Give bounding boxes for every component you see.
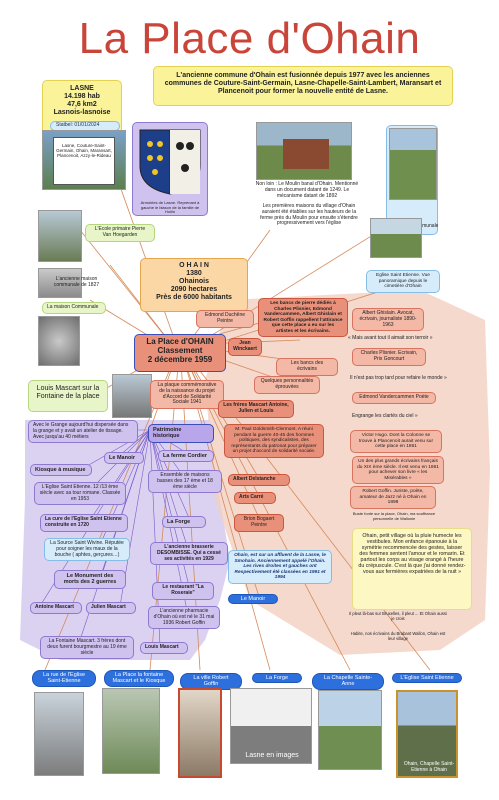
- left-item-kiosque: Kiosque à musique: [30, 464, 92, 477]
- right-arts-carre: Arts Carré: [234, 492, 276, 504]
- ancienne-maison-photo: [38, 268, 82, 298]
- left-item-grange: Avec le Grange aujourd'hui dispersée dan…: [28, 420, 138, 444]
- right-ecrivains-brabant: Habite, nos écrivains du Brabant Wallon,…: [350, 631, 446, 641]
- pill-eglise[interactable]: L'Eglise Saint Etienne: [392, 673, 462, 684]
- left-item-louis: Louis Mascart: [140, 642, 188, 654]
- page-title: La Place d'Ohain: [78, 14, 421, 63]
- premieres-maisons-text: Les premières maisons du village d'Ohain…: [260, 203, 358, 227]
- ohain-year: 1380: [186, 270, 202, 278]
- right-freres-mascart: Les frères Mascart Antoine, Julien et Lo…: [218, 400, 294, 418]
- photo-villa-goffin: [178, 688, 222, 778]
- left-item-julien: Julien Mascart: [86, 602, 136, 614]
- photo-forge: Lasne en images: [230, 688, 312, 764]
- armoiries-card: Armoiries de Lasne. Reprenant à gauche l…: [132, 122, 208, 216]
- ohain-demonym: Ohainois: [179, 278, 209, 286]
- mid-item-forge: La Forge: [162, 516, 206, 529]
- left-item-monument: Le Monument des morts des 2 guerres: [54, 570, 126, 589]
- mid-item-roseraie: Le restaurant "La Roseraie": [152, 582, 214, 600]
- ancienne-maison-label: L'ancienne maison communale de 1827: [53, 276, 100, 288]
- right-ghislain: Albert Ghislain. Avocat, écrivain, journ…: [352, 308, 424, 332]
- fontaine-photo: [112, 374, 152, 418]
- pill-place-fontaine[interactable]: La Place la fontaine Mascart et le Kiosq…: [104, 670, 174, 687]
- ohain-area: 2090 hectares: [170, 286, 218, 294]
- right-goldsmith: M. Paul Goldsmith-Clermont. A réuni pend…: [224, 424, 324, 458]
- photo-place-fontaine: [102, 688, 160, 774]
- right-hugo: Victor Hugo. Dont la Colonne se trouve à…: [350, 430, 442, 453]
- right-hugo-detail: Un des plus grands écrivains français du…: [352, 456, 444, 485]
- right-terroir-quote: « Mais avant tout il aimait son terroir …: [348, 335, 433, 341]
- right-bogaert: Brion Bogaert Peintre: [234, 514, 284, 532]
- lasne-population: 14.198 hab: [64, 93, 100, 101]
- armoiries-caption: Armoiries de Lasne. Reprenant à gauche l…: [140, 200, 200, 215]
- lasne-sign-photo: Lasne, Couture-Saint-Germain, Ohain, Mar…: [42, 130, 126, 190]
- mid-item-ferme-cordier: La ferme Cordier: [158, 450, 214, 463]
- ancienne-photo-portrait: [38, 316, 80, 366]
- pill-forge[interactable]: La Forge: [252, 673, 302, 684]
- lasne-area: 47,6 km2: [67, 101, 97, 109]
- right-clartes: Engrange les clartés du ciel »: [352, 413, 418, 419]
- photo-chapelle: [318, 690, 382, 770]
- moulin-photo: [256, 122, 352, 180]
- lasne-en-images-caption: Lasne en images: [245, 752, 299, 759]
- right-goffin: Robert Goffin. Juriste, poète, amateur d…: [350, 486, 436, 509]
- maison-communale-card: [386, 125, 438, 235]
- right-personnalites: Quelques personnalités éprouvées: [254, 376, 320, 394]
- right-vandercammen: Edmond Vandercammen Poète: [352, 392, 436, 404]
- mid-item-maisons-basses: Ensemble de maisons basses des 17 ème et…: [148, 470, 222, 494]
- right-ohain-poem: Ohain, petit village où la pluie humecte…: [352, 528, 472, 610]
- ohain-population: Près de 6000 habitants: [156, 294, 232, 302]
- mid-item-pharmacie: L'ancienne pharmacie d'Ohain où est né l…: [148, 606, 220, 630]
- left-item-fontaine: La Fontaine Mascart. 3 frères dont deux …: [40, 636, 134, 660]
- louis-mascart-node: Louis Mascart sur la Fontaine de la plac…: [28, 380, 108, 412]
- mid-item-brasserie: L'ancienne brasserie DESOMBISSE. Qui a c…: [150, 542, 228, 566]
- left-item-antoine: Antoine Mascart: [30, 602, 82, 614]
- patrimoine-historique-node: Patrimoine historique: [148, 424, 214, 443]
- lasne-demonym: Lasnois-lasnoise: [53, 109, 111, 117]
- eglise-panorama-photo: [370, 218, 422, 258]
- right-winckaert: Jean Winckaert: [228, 338, 262, 356]
- left-item-source: La Source Saint Wivine. Réputée pour soi…: [44, 538, 130, 562]
- right-duchene: Edmond Duchêne Peintre: [196, 310, 254, 328]
- left-item-manoir: Le Manoir: [104, 452, 144, 465]
- right-pluie-quote: Il pleut là-bas sur Bruxelles, il pleut …: [349, 611, 447, 621]
- pill-rue-eglise[interactable]: La rue de l'Eglise Saint-Etienne: [32, 670, 96, 687]
- moulin-text: Non loin : Le Moulin banal d'Ohain. Ment…: [255, 181, 359, 199]
- pill-villa-goffin[interactable]: La ville Robert Goffin: [180, 673, 242, 690]
- place-ohain-center-node: La Place d'OHAIN Classement 2 décembre 1…: [134, 334, 226, 372]
- right-bancs-dedicated: Les bancs de pierre dédiés à Charles Pli…: [258, 298, 348, 338]
- sign-label: Lasne, Couture-Saint-Germain, Ohain, Mar…: [56, 143, 112, 159]
- right-refaire-monde: Il n'est pas trop tard pour refaire le m…: [350, 375, 447, 381]
- right-bancs-ecrivains: Les bancs des écrivains: [276, 358, 338, 376]
- left-item-eglise: L'Eglise Saint Etienne. 12 /13 ème siècl…: [34, 482, 126, 506]
- place-date: 2 décembre 1959: [147, 355, 213, 365]
- right-manoir-link[interactable]: Le Manoir: [228, 594, 278, 604]
- pill-chapelle[interactable]: La Chapelle Sainte-Anne: [312, 673, 384, 690]
- right-buste: Buste fonte sur la place, Ohain, ma souf…: [352, 511, 436, 521]
- place-name: La Place d'OHAIN: [146, 337, 214, 346]
- right-plisnier: Charles Plisnier. Ecrivain, Prix Goncour…: [352, 348, 426, 366]
- right-smohain: Ohain, est sur un affluent de la Lasne, …: [228, 550, 332, 584]
- intro-box: L'ancienne commune d'Ohain est fusionnée…: [153, 66, 453, 106]
- coat-of-arms-icon: [139, 129, 201, 195]
- photo-rue-eglise: [34, 692, 84, 776]
- lasne-name: LASNE: [70, 85, 94, 92]
- ohain-node: O H A I N 1380 Ohainois 2090 hectares Pr…: [140, 258, 248, 312]
- ecole-node: L'Ecole primaire Pierre Van Hoegarden: [85, 224, 155, 242]
- place-classement: Classement: [157, 346, 203, 356]
- eglise-vue-node: Eglise Saint Etienne. Vue panoramique de…: [366, 270, 440, 293]
- maison-communale2-node: La maison Communale: [42, 302, 106, 314]
- left-item-cure: La cure de l'Eglise Saint Etienne constr…: [40, 514, 128, 532]
- plaque-node: La plaque commémorative de la naissance …: [150, 380, 224, 409]
- photo-eglise: Ohain, Chapelle Saint-Etienne à Ohain: [396, 690, 458, 778]
- ohain-name: O H A I N: [179, 262, 209, 269]
- ecole-photo: [38, 210, 82, 262]
- eglise-photo-caption: Ohain, Chapelle Saint-Etienne à Ohain: [403, 761, 455, 773]
- right-delstanche: Albert Delstanche: [228, 474, 290, 486]
